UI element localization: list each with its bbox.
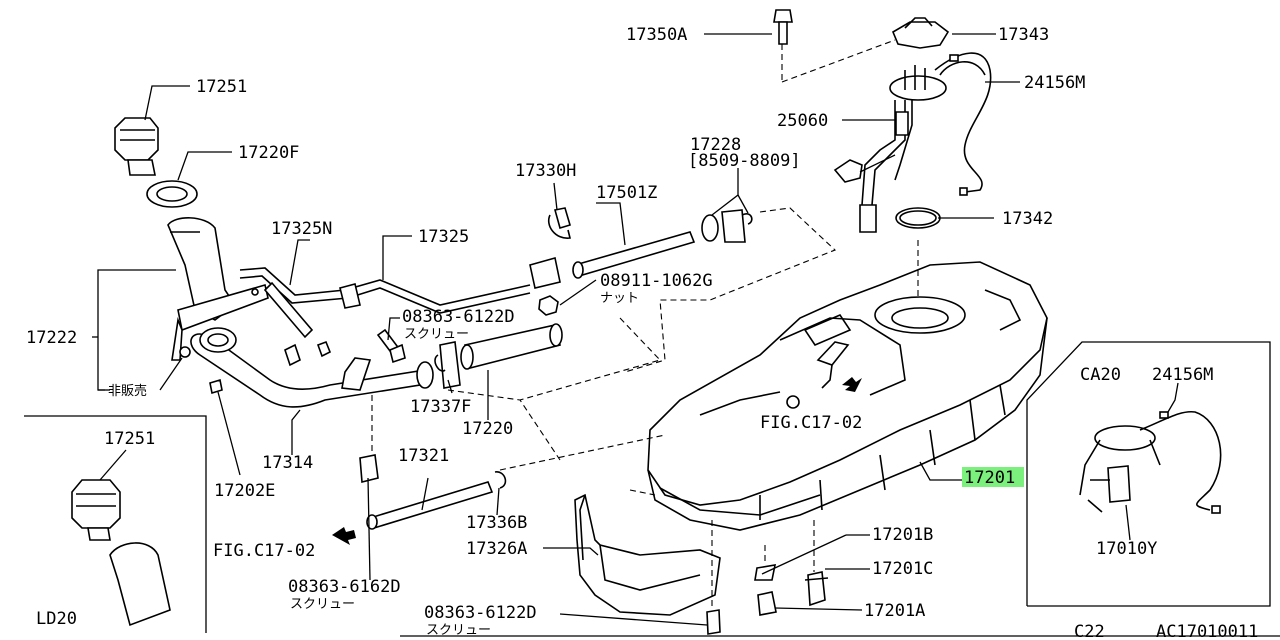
label-24156M[interactable]: 24156M bbox=[1024, 73, 1085, 93]
label-17501Z[interactable]: 17501Z bbox=[596, 183, 657, 203]
label-17330H[interactable]: 17330H bbox=[515, 161, 576, 181]
label-17201C[interactable]: 17201C bbox=[872, 559, 933, 579]
label-25060[interactable]: 25060 bbox=[777, 111, 828, 131]
label-17220[interactable]: 17220 bbox=[462, 419, 513, 439]
label-08911-jp: ナット bbox=[600, 291, 639, 306]
inset-frames bbox=[24, 341, 1280, 637]
part-labels: 17350A 17343 24156M 25060 17251 17220F 1… bbox=[26, 25, 1258, 640]
label-17251[interactable]: 17251 bbox=[196, 77, 247, 97]
label-17350A[interactable]: 17350A bbox=[626, 25, 687, 45]
label-ca20: CA20 bbox=[1080, 365, 1121, 385]
label-17220F[interactable]: 17220F bbox=[238, 143, 299, 163]
label-17202E[interactable]: 17202E bbox=[214, 481, 275, 501]
label-17201[interactable]: 17201 bbox=[964, 468, 1015, 488]
label-17228-range: [8509-8809] bbox=[688, 151, 801, 171]
label-08363-6122D-c[interactable]: 08363-6122D bbox=[424, 603, 537, 623]
highlight-17201 bbox=[962, 467, 1024, 487]
label-17314[interactable]: 17314 bbox=[262, 453, 313, 473]
label-17343[interactable]: 17343 bbox=[998, 25, 1049, 45]
label-ca20-17010Y[interactable]: 17010Y bbox=[1096, 539, 1157, 559]
label-ld20-17251[interactable]: 17251 bbox=[104, 429, 155, 449]
label-ld20: LD20 bbox=[36, 609, 77, 629]
sender-unit bbox=[773, 9, 992, 233]
fuel-tank bbox=[647, 261, 1048, 531]
leader-lines bbox=[92, 33, 1179, 626]
fig-arrow-icon bbox=[332, 527, 356, 545]
inset-ca20-drawing bbox=[1079, 410, 1222, 514]
label-08363-6162D[interactable]: 08363-6162D bbox=[288, 577, 401, 597]
label-17222[interactable]: 17222 bbox=[26, 328, 77, 348]
label-08363c-jp: スクリュー bbox=[426, 623, 491, 638]
label-17342[interactable]: 17342 bbox=[1002, 209, 1053, 229]
label-17201B[interactable]: 17201B bbox=[872, 525, 933, 545]
label-17326A[interactable]: 17326A bbox=[466, 539, 527, 559]
phantom-lines bbox=[371, 39, 919, 610]
label-17325N[interactable]: 17325N bbox=[271, 219, 332, 239]
label-17321[interactable]: 17321 bbox=[398, 446, 449, 466]
label-17325[interactable]: 17325 bbox=[418, 227, 469, 247]
inset-ld20-drawing bbox=[71, 479, 171, 627]
tank-protector bbox=[574, 493, 721, 616]
label-08911-1062G[interactable]: 08911-1062G bbox=[600, 271, 713, 291]
label-17201A[interactable]: 17201A bbox=[864, 601, 925, 621]
label-fig-c17-02-b[interactable]: FIG.C17-02 bbox=[213, 541, 315, 561]
label-ca20-24156M[interactable]: 24156M bbox=[1152, 365, 1213, 385]
label-17336B[interactable]: 17336B bbox=[466, 513, 527, 533]
filler-assembly bbox=[114, 117, 829, 635]
label-model-code: C22 bbox=[1074, 622, 1105, 640]
label-17337F[interactable]: 17337F bbox=[410, 397, 471, 417]
label-08363b-jp: スクリュー bbox=[290, 597, 355, 612]
label-08363-6122D-a[interactable]: 08363-6122D bbox=[402, 307, 515, 327]
label-17228[interactable]: 17228 bbox=[690, 135, 741, 155]
label-not-for-sale: 非販売 bbox=[108, 383, 147, 399]
label-08363a-jp: スクリュー bbox=[404, 327, 469, 342]
label-diagram-code: AC17010011 bbox=[1156, 622, 1258, 640]
label-fig-c17-02-a[interactable]: FIG.C17-02 bbox=[760, 413, 862, 433]
